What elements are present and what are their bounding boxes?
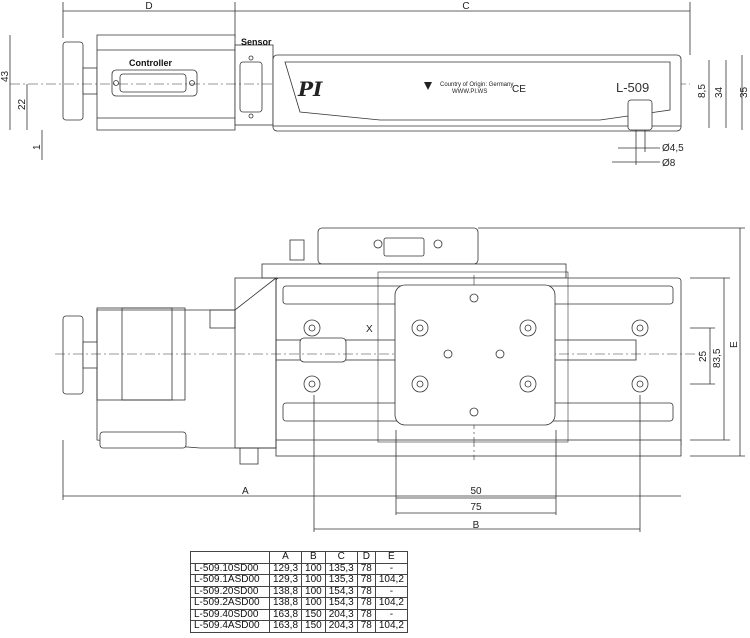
- dim-b-label: B: [473, 520, 480, 531]
- dim-d-label: D: [145, 1, 152, 12]
- table-cell: L-509.10SD00: [190, 562, 270, 575]
- table-cell: L-509.1ASD00: [190, 574, 270, 587]
- table-cell: 204,3: [324, 608, 358, 621]
- table-cell: 163,8: [268, 620, 303, 633]
- table-cell: 104,2: [374, 574, 408, 587]
- table-row: L-509.2ASD00 138,8 100 154,3 78 104,2: [190, 597, 408, 610]
- motor-knob: [62, 41, 84, 121]
- platform-holes: [411, 293, 537, 417]
- table-cell: 150: [301, 620, 326, 633]
- table-header-cell: A: [268, 551, 303, 564]
- dim-8-5-label: 8,5: [697, 84, 708, 98]
- dim-50-label: 50: [470, 486, 482, 497]
- controller-connector: [111, 69, 198, 97]
- table-cell: 78: [356, 585, 376, 598]
- warning-icon: [424, 82, 432, 90]
- table-row: L-509.20SD00 138,8 100 154,3 78 -: [190, 585, 408, 598]
- table-header-row: A B C D E: [190, 551, 408, 564]
- stage-body: [272, 54, 682, 132]
- table-cell: 129,3: [268, 562, 303, 575]
- table-cell: 150: [301, 608, 326, 621]
- table-cell: 135,3: [324, 562, 358, 575]
- table-cell: L-509.2ASD00: [190, 597, 270, 610]
- table-cell: 104,2: [374, 620, 408, 633]
- table-cell: -: [374, 585, 408, 598]
- stage-top-plate: [284, 61, 671, 121]
- ce-mark: CE: [512, 84, 526, 95]
- table-cell: 78: [356, 574, 376, 587]
- table-cell: L-509.40SD00: [190, 608, 270, 621]
- dim-diameter-4-5-label: Ø4,5: [662, 143, 684, 154]
- table-cell: L-509.20SD00: [190, 585, 270, 598]
- table-cell: 204,3: [324, 620, 358, 633]
- dim-22-label: 22: [17, 98, 28, 110]
- table-cell: 138,8: [268, 597, 303, 610]
- lead-screw-nut: [299, 337, 347, 363]
- motor-knob-front: [62, 315, 84, 395]
- table-cell: 78: [356, 620, 376, 633]
- dim-83-5-label: 83,5: [712, 348, 723, 368]
- origin-text: Country of Origin: Germany: [440, 82, 513, 88]
- table-row: L-509.40SD00 163,8 150 204,3 78 -: [190, 608, 408, 621]
- table-row: L-509.1ASD00 129,3 100 135,3 78 104,2: [190, 574, 408, 587]
- website-text: WWW.PI.WS: [452, 89, 487, 95]
- table-cell: 135,3: [324, 574, 358, 587]
- sensor-box: [317, 227, 479, 265]
- table-header-cell: D: [356, 551, 376, 564]
- table-row: L-509.10SD00 129,3 100 135,3 78 -: [190, 562, 408, 575]
- table-cell: 163,8: [268, 608, 303, 621]
- table-cell: 138,8: [268, 585, 303, 598]
- table-cell: 100: [301, 562, 326, 575]
- table-cell: -: [374, 562, 408, 575]
- sensor-housing: [234, 44, 274, 126]
- dim-1-label: 1: [32, 144, 43, 150]
- table-cell: 129,3: [268, 574, 303, 587]
- mounting-hole: [627, 99, 653, 131]
- table-cell: 78: [356, 562, 376, 575]
- base-holes: [303, 319, 649, 393]
- top-view: D C Controller Sensor PI Country of Orig…: [0, 1, 750, 169]
- table-cell: 154,3: [324, 597, 358, 610]
- dim-43-label: 43: [0, 70, 11, 82]
- table-header-cell: B: [301, 551, 326, 564]
- dim-75-label: 75: [470, 502, 482, 513]
- table-cell: 78: [356, 608, 376, 621]
- table-cell: -: [374, 608, 408, 621]
- controller-label: Controller: [129, 58, 172, 68]
- dim-35-label: 35: [739, 86, 750, 98]
- table-row: L-509.4ASD00 163,8 150 204,3 78 104,2: [190, 620, 408, 633]
- table-cell: 100: [301, 585, 326, 598]
- table-header-cell: E: [374, 551, 408, 564]
- dim-e-label: E: [729, 341, 740, 348]
- table-cell: 104,2: [374, 597, 408, 610]
- sensor-label: Sensor: [241, 37, 272, 47]
- motor-housing-front: [96, 277, 277, 449]
- dim-25-label: 25: [698, 350, 709, 362]
- dim-c-label: C: [462, 1, 469, 12]
- model-label: L-509: [616, 80, 649, 95]
- dimension-table: A B C D E L-509.10SD00 129,3 100 135,3 7…: [190, 551, 408, 633]
- controller-connector-front: [99, 431, 187, 449]
- sensor-connector: [239, 61, 263, 113]
- moving-platform: [394, 284, 556, 426]
- dim-diameter-8-label: Ø8: [662, 158, 676, 169]
- dim-a-label: A: [242, 486, 249, 497]
- table-header-cell: C: [324, 551, 358, 564]
- pi-logo: PI: [297, 77, 323, 101]
- table-header-cell: [190, 551, 270, 564]
- table-cell: 154,3: [324, 585, 358, 598]
- dim-34-label: 34: [714, 86, 725, 98]
- table-cell: L-509.4ASD00: [190, 620, 270, 633]
- table-cell: 100: [301, 574, 326, 587]
- axis-x-label: X: [366, 324, 373, 335]
- table-cell: 100: [301, 597, 326, 610]
- front-view: X A 50 75 B 25 83,5 E: [55, 227, 745, 532]
- table-cell: 78: [356, 597, 376, 610]
